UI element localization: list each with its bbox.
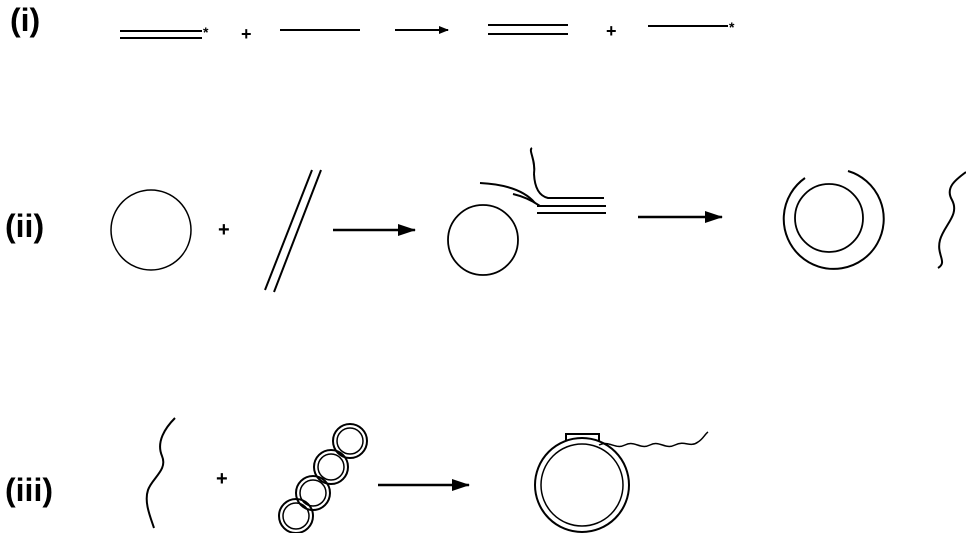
label-star-2: * (729, 19, 735, 35)
unlabeled-duplex (488, 25, 568, 34)
plus-sign-i-1: + (241, 24, 252, 44)
row-label-ii: (ii) (5, 208, 44, 244)
plus-sign-iii: + (216, 468, 228, 490)
row-label-i: (i) (10, 2, 40, 38)
row-ii: (ii) + (5, 148, 966, 292)
labeled-single-strand: * (648, 19, 735, 35)
plus-sign-ii: + (218, 219, 230, 241)
displaced-strand (938, 172, 966, 268)
bead-chain (279, 424, 367, 533)
label-star-1: * (203, 24, 209, 40)
row-iii: (iii) + (5, 418, 708, 533)
bead-with-attached-probe (535, 432, 708, 532)
plus-sign-i-2: + (606, 21, 617, 41)
labeled-duplex: * (120, 24, 209, 40)
circular-duplex-product (784, 171, 884, 269)
circular-molecule (111, 190, 191, 270)
attached-probe-strand (599, 432, 708, 446)
strand-invasion-intermediate (448, 148, 606, 275)
row-i: (i) * + + * (10, 2, 735, 44)
single-stranded-probe (147, 418, 175, 528)
row-label-iii: (iii) (5, 472, 53, 508)
linear-duplex-diagonal (265, 170, 321, 292)
